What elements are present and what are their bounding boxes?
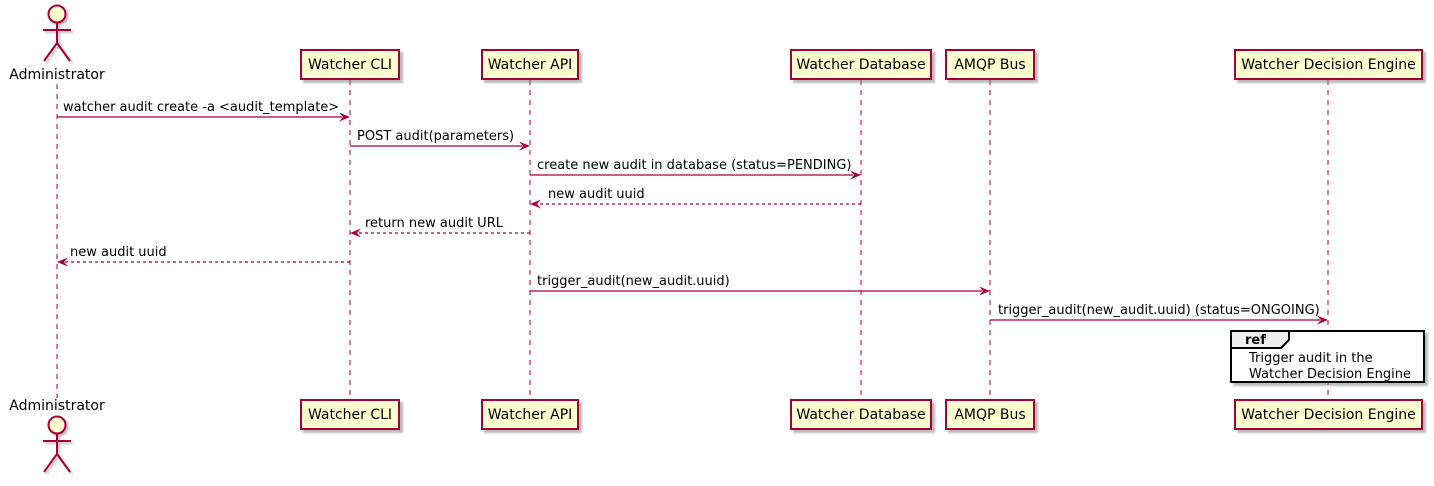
message-label-3: create new audit in database (status=PEN… [537,158,852,173]
participant-box-watcher-api-bottom: Watcher API [481,399,579,430]
participant-label: AMQP Bus [954,56,1026,73]
participant-box-watcher-database-top: Watcher Database [790,49,932,80]
message-label-8: trigger_audit(new_audit.uuid) (status=ON… [998,303,1320,318]
message-arrow-7 [530,286,990,296]
message-arrow-6 [57,257,350,267]
participant-label: Watcher CLI [307,406,393,423]
participant-label: AMQP Bus [954,406,1026,423]
message-arrow-2 [350,141,530,151]
participant-label: Watcher API [487,56,573,73]
participant-label: Watcher CLI [307,56,393,73]
message-arrow-4 [530,199,861,209]
participant-box-watcher-cli-top: Watcher CLI [300,49,400,80]
participant-box-watcher-cli-bottom: Watcher CLI [300,399,400,430]
ref-keyword: ref [1245,333,1266,348]
message-label-1: watcher audit create -a <audit_template> [63,100,340,115]
participant-box-watcher-database-bottom: Watcher Database [790,399,932,430]
participant-box-amqp-bus-bottom: AMQP Bus [945,399,1035,430]
participant-box-amqp-bus-top: AMQP Bus [945,49,1035,80]
message-arrow-8 [990,315,1328,325]
message-arrow-5 [350,228,530,238]
ref-body: Trigger audit in the Watcher Decision En… [1249,351,1411,383]
message-label-5: return new audit URL [365,216,503,231]
message-label-6: new audit uuid [70,245,167,260]
actor-label-administrator-top: Administrator [9,67,105,83]
participant-label: Watcher Decision Engine [1241,56,1416,73]
participant-label: Watcher API [487,406,573,423]
message-arrow-3 [530,170,861,180]
participant-label: Watcher Database [796,406,926,423]
message-label-2: POST audit(parameters) [357,129,515,144]
message-arrow-1 [57,112,350,122]
ref-text-line: Watcher Decision Engine [1249,367,1411,382]
participant-box-watcher-api-top: Watcher API [481,49,579,80]
participant-box-watcher-decision-engine-bottom: Watcher Decision Engine [1234,399,1423,430]
participant-box-watcher-decision-engine-top: Watcher Decision Engine [1234,49,1423,80]
message-label-4: new audit uuid [548,187,645,202]
ref-text-line: Trigger audit in the [1249,351,1373,366]
message-label-7: trigger_audit(new_audit.uuid) [537,274,730,289]
actor-icon-administrator-bottom [43,415,71,473]
actor-icon-administrator-top [43,4,71,62]
actor-label-administrator-bottom: Administrator [9,398,105,414]
ref-fragment: ref Trigger audit in the Watcher Decisio… [1230,330,1425,383]
participant-label: Watcher Decision Engine [1241,406,1416,423]
participant-label: Watcher Database [796,56,926,73]
ref-tab-shape [1230,330,1290,349]
